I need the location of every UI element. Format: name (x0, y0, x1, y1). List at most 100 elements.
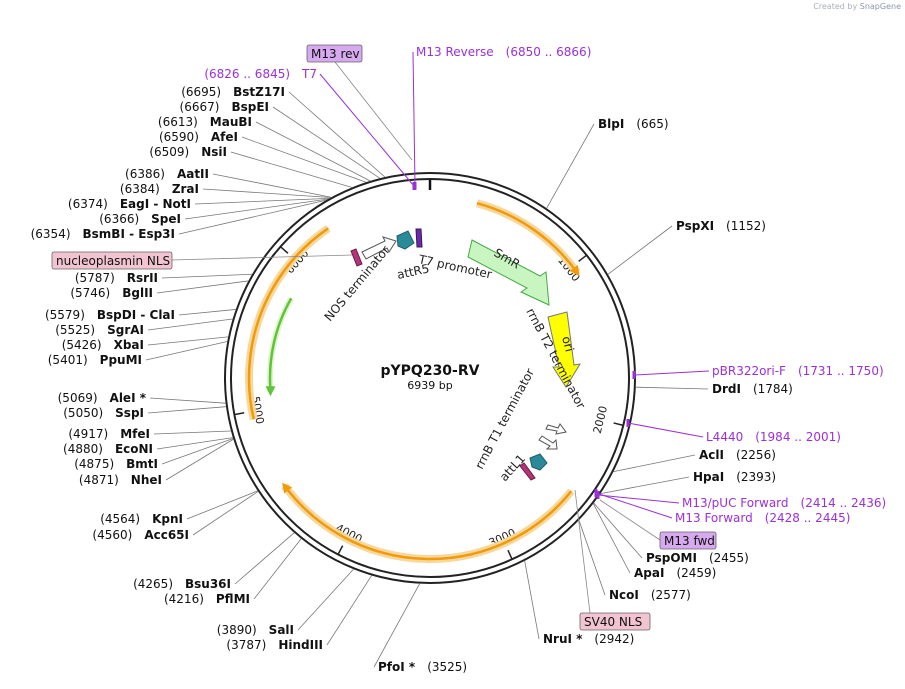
enzyme-site[interactable]: (4564) KpnI (100, 512, 183, 526)
enzyme-site[interactable]: (4216)PflMI (164, 592, 250, 606)
enzyme-site[interactable]: AclI(2256) (699, 448, 776, 462)
enzyme-position: (5787) (75, 271, 115, 285)
enzyme-position: (4216) (164, 592, 204, 606)
enzyme-site[interactable]: (4880)EcoNI (63, 442, 153, 456)
enzyme-leader (147, 318, 233, 331)
enzyme-name: ApaI (634, 566, 664, 580)
primer-label[interactable]: (6826 .. 6845)T7 (204, 67, 317, 81)
enzyme-name: HindIII (278, 638, 323, 652)
enzyme-name: EagI - NotI (120, 197, 191, 211)
enzyme-site[interactable]: (4875)BmtI (74, 457, 158, 471)
enzyme-leader (373, 583, 421, 668)
enzyme-leader (241, 136, 367, 183)
rrnb-t1-terminator-feature[interactable] (538, 435, 558, 450)
enzyme-leader (186, 490, 258, 520)
enzyme-site[interactable]: (5787)RsrII (75, 271, 158, 285)
enzyme-site[interactable]: (4560) Acc65I (92, 528, 189, 542)
feature-box-label: nucleoplasmin NLS (56, 254, 170, 268)
enzyme-leader (253, 538, 302, 600)
enzyme-site[interactable]: (5050)SspI (63, 406, 144, 420)
primer-label[interactable]: L4440(1984 .. 2001) (706, 430, 841, 444)
box-leader (171, 254, 353, 261)
enzyme-position: (2256) (736, 448, 776, 462)
enzyme-site[interactable]: (4265)Bsu36I (133, 577, 231, 591)
enzyme-site[interactable]: (5426)XbaI (62, 338, 144, 352)
enzyme-site[interactable]: (5525)SgrAI (55, 323, 144, 337)
nos-terminator-feature[interactable] (361, 236, 397, 260)
enzyme-site[interactable]: (6366)SpeI (99, 212, 181, 226)
enzyme-position: (3787) (226, 638, 266, 652)
enzyme-position: (5579) (45, 308, 85, 322)
enzyme-site[interactable]: (6384)ZraI (120, 182, 199, 196)
enzyme-site[interactable]: ApaI(2459) (634, 566, 716, 580)
enzyme-site[interactable]: (3890)SalI (217, 623, 294, 637)
enzyme-position: (1784) (753, 382, 793, 396)
enzyme-name: DrdI (712, 382, 741, 396)
enzyme-site[interactable]: PspXI(1152) (676, 219, 766, 233)
enzyme-site[interactable]: BlpI (665) (598, 117, 669, 131)
feature-box[interactable] (51, 251, 173, 270)
enzyme-position: (3525) (427, 660, 467, 674)
enzyme-site[interactable]: (6509)NsiI (149, 145, 227, 159)
enzyme-site[interactable]: (5401)PpuMI (48, 353, 142, 367)
enzyme-position: (2577) (651, 588, 691, 602)
enzyme-site[interactable]: (6374)EagI - NotI (68, 197, 191, 211)
enzyme-site[interactable]: (5579)BspDI - ClaI (45, 308, 175, 322)
attl1-site[interactable] (529, 453, 548, 471)
enzyme-site[interactable]: HpaI(2393) (693, 470, 776, 484)
feature-box[interactable] (579, 612, 651, 631)
t7-promoter-feature[interactable] (415, 228, 423, 248)
enzyme-site[interactable]: (4917)MfeI (68, 427, 150, 441)
orf-arc-3[interactable] (247, 227, 329, 420)
feature-arcs (245, 199, 581, 563)
orf-arc-1[interactable] (476, 201, 579, 274)
enzyme-position: (6613) (158, 115, 198, 129)
enzyme-site[interactable]: (6386)AatII (125, 167, 209, 181)
enzyme-site[interactable]: (5069)AleI * (58, 391, 147, 405)
enzyme-position: (1152) (726, 219, 766, 233)
enzyme-site[interactable]: NruI *(2942) (543, 632, 634, 646)
enzyme-name: Acc65I (144, 528, 189, 542)
enzyme-site[interactable]: (6354)BsmBI - Esp3I (31, 227, 175, 241)
enzyme-site[interactable]: (6590)AfeI (159, 130, 238, 144)
feature-box[interactable] (306, 44, 363, 63)
attr5-site[interactable] (396, 230, 415, 250)
enzyme-position: (4560) (92, 528, 132, 542)
primer-name: M13 Forward (675, 511, 753, 525)
primer-name: L4440 (706, 430, 743, 444)
primer-label[interactable]: M13 Reverse(6850 .. 6866) (416, 45, 591, 59)
enzyme-position: (4564) (100, 512, 140, 526)
enzyme-position: (5525) (55, 323, 95, 337)
primer-label[interactable]: pBR322ori-F(1731 .. 1750) (712, 364, 884, 378)
enzyme-site[interactable]: (6667)BspEI (180, 100, 269, 114)
enzyme-leader (600, 476, 690, 495)
enzyme-site[interactable]: (6613)MauBI (158, 115, 252, 129)
feature-box[interactable] (659, 531, 717, 550)
rrnb-t2-terminator-feature[interactable] (545, 423, 567, 435)
rrnb-t1-terminator-label: rrnB T1 terminator (472, 366, 537, 471)
nucleoplasmin-nls-feature[interactable] (350, 248, 363, 267)
enzyme-site[interactable]: (6695)BstZ17I (181, 85, 285, 99)
enzyme-site[interactable]: PspOMI(2455) (646, 551, 749, 565)
enzyme-site[interactable]: (4871)NheI (79, 473, 162, 487)
primer-label[interactable]: M13 Forward(2428 .. 2445) (675, 511, 850, 525)
primer-label[interactable]: M13/pUC Forward(2414 .. 2436) (682, 496, 886, 510)
enzyme-site[interactable]: NcoI(2577) (609, 588, 691, 602)
attr5-label: attR5 (396, 261, 431, 282)
box-leader (334, 61, 413, 161)
tick-label: 2000 (591, 405, 610, 435)
green-orf-arc[interactable] (268, 297, 293, 391)
primer-name: pBR322ori-F (712, 364, 786, 378)
enzyme-position: (665) (636, 117, 668, 131)
enzyme-site[interactable]: (5746)BglII (70, 286, 153, 300)
enzyme-site[interactable]: DrdI (1784) (712, 382, 793, 396)
enzyme-site[interactable]: PfoI *(3525) (378, 660, 467, 674)
enzyme-name: KpnI (152, 512, 183, 526)
ori-feature[interactable]: ori (547, 311, 581, 388)
sv40-nls-feature[interactable] (519, 462, 536, 481)
enzyme-name: BlpI (598, 117, 624, 131)
orf-arc-2[interactable] (283, 485, 573, 561)
enzyme-site[interactable]: (3787) HindIII (226, 638, 323, 652)
